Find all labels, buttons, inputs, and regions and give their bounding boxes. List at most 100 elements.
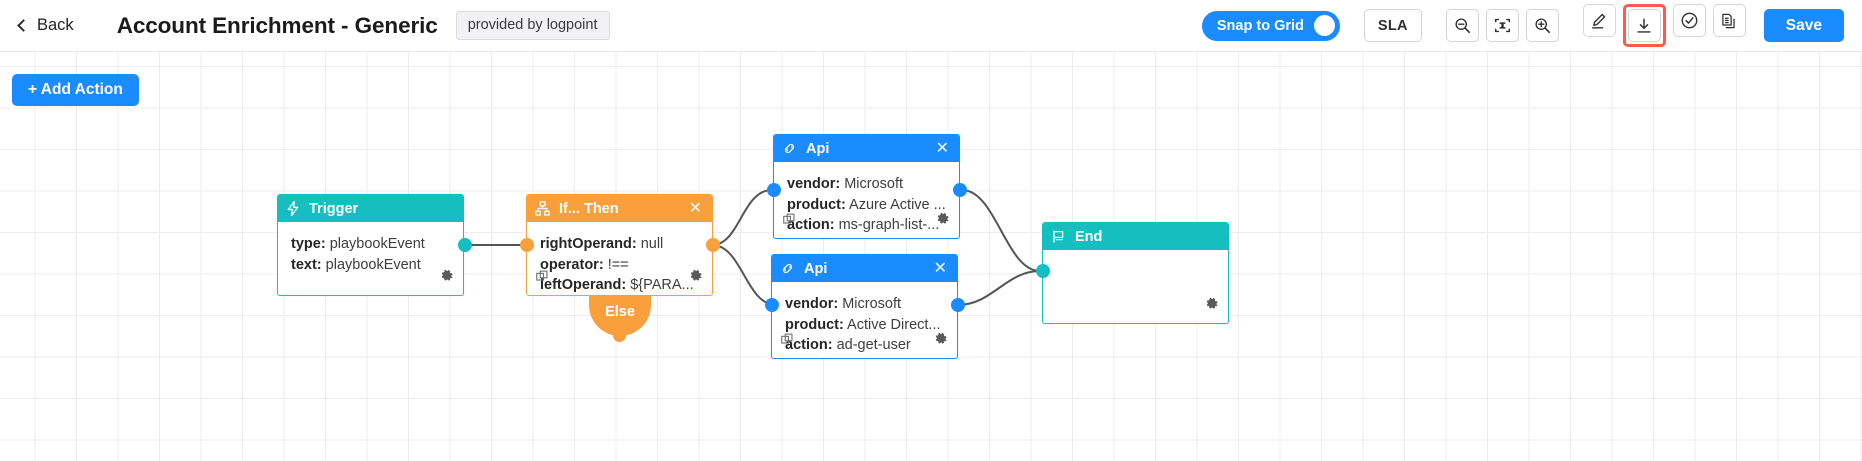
node-api-1-body: vendor: Microsoft product: Azure Active …: [774, 162, 959, 238]
action-controls: [1582, 4, 1746, 47]
node-trigger-output-port[interactable]: [458, 238, 472, 252]
node-if-then-line-0: rightOperand: null: [540, 234, 699, 255]
edge-api2-to-end: [957, 270, 1041, 306]
app-header: Back Account Enrichment - Generic provid…: [0, 0, 1862, 52]
node-if-then-title: If... Then: [559, 200, 619, 217]
duplicate-button[interactable]: [1712, 4, 1746, 37]
node-api-2-copy-icon[interactable]: [781, 333, 794, 351]
back-button[interactable]: Back: [17, 16, 74, 35]
download-button[interactable]: [1627, 9, 1661, 42]
node-trigger-key-0: type:: [291, 236, 326, 252]
branch-hierarchy-icon: [535, 201, 550, 216]
lightning-bolt-icon: [287, 201, 299, 216]
node-trigger-key-1: text:: [291, 256, 322, 273]
node-api-2-input-port[interactable]: [765, 298, 779, 312]
node-trigger[interactable]: Trigger type: playbookEvent text: playbo…: [277, 194, 464, 296]
node-if-then-header: If... Then ✕: [527, 195, 712, 222]
sla-button[interactable]: SLA: [1363, 9, 1422, 42]
node-api-2-close-icon[interactable]: ✕: [933, 259, 947, 277]
workflow-canvas[interactable]: + Add Action Trigger type: playbookEven: [0, 52, 1862, 461]
download-button-highlight: [1622, 4, 1666, 47]
node-if-then[interactable]: If... Then ✕ rightOperand: null operator…: [526, 194, 713, 296]
workflow-edges: [464, 189, 1041, 306]
node-end-title: End: [1075, 228, 1103, 245]
node-if-then-close-icon[interactable]: ✕: [688, 199, 702, 217]
add-action-button[interactable]: + Add Action: [12, 74, 139, 106]
node-if-then-value-0: null: [640, 236, 664, 252]
header-toolbar: Snap to Grid SLA: [1201, 4, 1844, 47]
edge-if-to-api2: [711, 244, 777, 306]
node-api-2-key-2: action:: [785, 337, 833, 353]
node-api-1-value-0: Microsoft: [844, 176, 904, 192]
fit-to-screen-icon: [1494, 18, 1510, 33]
node-api-1-key-2: action:: [787, 217, 835, 233]
node-trigger-settings-gear-icon[interactable]: [440, 269, 454, 288]
node-api-1-line-2: action: ms-graph-list-...: [787, 215, 946, 236]
node-api-2-key-0: vendor:: [785, 296, 839, 312]
node-api-2-line-2: action: ad-get-user: [785, 335, 944, 356]
node-if-then-input-port[interactable]: [520, 238, 534, 252]
node-api-2-value-1: Active Direct...: [847, 316, 941, 333]
edge-if-to-api1: [711, 189, 773, 246]
zoom-controls: [1445, 9, 1559, 42]
snap-to-grid-label: Snap to Grid: [1216, 17, 1304, 34]
toggle-knob: [1313, 15, 1335, 36]
document-copy-icon: [1722, 13, 1735, 28]
node-api-2-settings-gear-icon[interactable]: [934, 332, 948, 351]
page-title: Account Enrichment - Generic: [116, 12, 438, 38]
node-api-2-title: Api: [804, 260, 828, 277]
node-api-1-title: Api: [806, 140, 830, 157]
snap-to-grid-toggle[interactable]: Snap to Grid: [1201, 10, 1340, 41]
pencil-edit-icon: [1592, 13, 1606, 29]
edit-button[interactable]: [1582, 4, 1616, 37]
node-trigger-header: Trigger: [278, 195, 463, 222]
node-api-1-output-port[interactable]: [953, 183, 967, 197]
node-api-1-line-0: vendor: Microsoft: [787, 174, 946, 195]
node-if-then-key-1: operator:: [540, 256, 604, 273]
back-label: Back: [37, 16, 74, 34]
node-api-1-close-icon[interactable]: ✕: [935, 139, 949, 157]
node-api-1-key-0: vendor:: [787, 176, 841, 192]
provided-by-badge: provided by logpoint: [455, 11, 610, 40]
plug-connector-icon: [784, 143, 795, 154]
node-end[interactable]: End: [1042, 222, 1229, 324]
node-api-2-key-1: product:: [785, 316, 844, 333]
node-end-settings-gear-icon[interactable]: [1205, 297, 1219, 316]
zoom-in-icon: [1535, 18, 1550, 34]
node-trigger-line-1: text: playbookEvent: [291, 255, 450, 276]
node-if-then-copy-icon[interactable]: [536, 270, 549, 288]
node-if-then-line-1: operator: !==: [540, 255, 699, 276]
node-if-then-output-port[interactable]: [706, 238, 720, 252]
node-end-input-port[interactable]: [1036, 264, 1050, 278]
node-if-then-settings-gear-icon[interactable]: [689, 269, 703, 288]
node-api-1-copy-icon[interactable]: [783, 213, 796, 231]
fit-to-screen-button[interactable]: [1485, 9, 1519, 42]
node-api-1-value-2: ms-graph-list-...: [838, 217, 940, 233]
node-end-header: End: [1043, 223, 1228, 250]
chevron-left-icon: [17, 19, 30, 32]
zoom-in-button[interactable]: [1525, 9, 1559, 42]
node-api-2[interactable]: Api ✕ vendor: Microsoft product: Active …: [771, 254, 958, 359]
node-api-2-value-2: ad-get-user: [836, 337, 911, 353]
node-end-body: [1043, 250, 1228, 323]
node-api-1-settings-gear-icon[interactable]: [936, 212, 950, 231]
node-api-1-line-1: product: Azure Active ...: [787, 195, 946, 216]
node-api-2-line-0: vendor: Microsoft: [785, 294, 944, 315]
node-api-1-value-1: Azure Active ...: [849, 196, 946, 213]
node-api-2-body: vendor: Microsoft product: Active Direct…: [772, 282, 957, 358]
validate-button[interactable]: [1672, 4, 1706, 37]
node-if-then-key-2: leftOperand:: [540, 277, 627, 293]
node-if-then-value-2: ${PARA...: [630, 277, 694, 293]
node-trigger-line-0: type: playbookEvent: [291, 234, 450, 255]
node-api-1-input-port[interactable]: [767, 183, 781, 197]
node-api-2-output-port[interactable]: [951, 298, 965, 312]
node-api-1-key-1: product:: [787, 196, 846, 213]
node-api-1-header: Api ✕: [774, 135, 959, 162]
node-api-2-header: Api ✕: [772, 255, 957, 282]
zoom-out-icon: [1455, 18, 1470, 34]
node-api-1[interactable]: Api ✕ vendor: Microsoft product: Azure A…: [773, 134, 960, 239]
else-branch-nub: [613, 333, 626, 342]
zoom-out-button[interactable]: [1445, 9, 1479, 42]
node-if-then-value-1: !==: [607, 256, 629, 273]
save-button[interactable]: Save: [1763, 9, 1844, 42]
